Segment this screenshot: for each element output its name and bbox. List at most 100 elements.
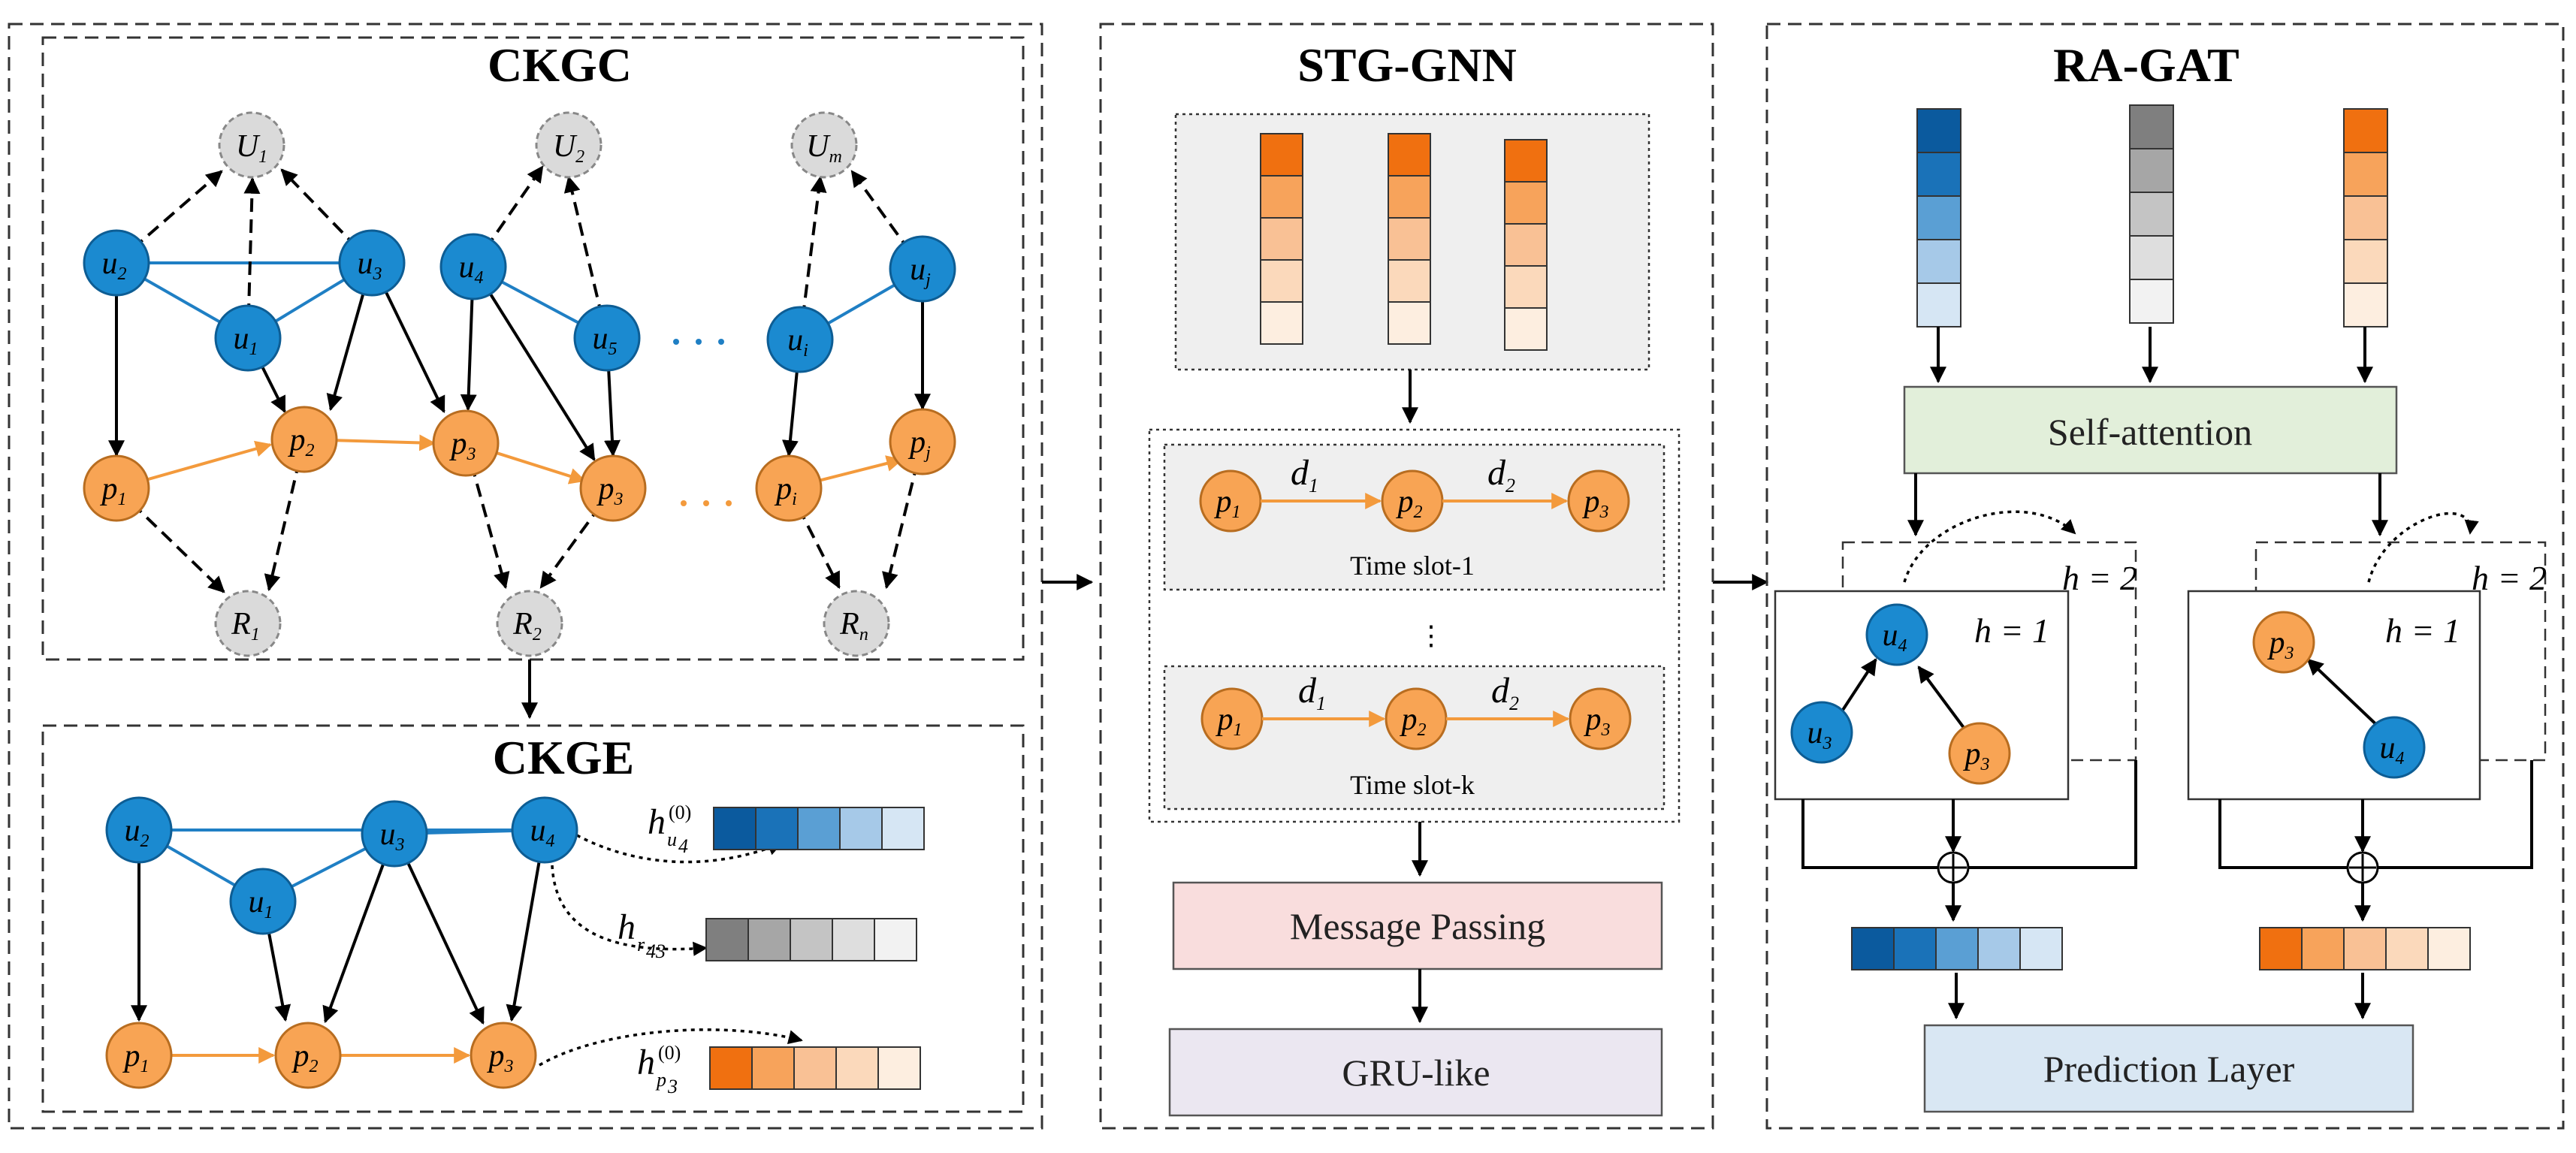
svg-text:u: u	[667, 829, 677, 850]
svg-text:p1: p1	[100, 472, 127, 509]
embedding-bar-p3	[709, 1046, 921, 1090]
embedding-cell	[755, 807, 799, 850]
node-R2: R2	[496, 590, 563, 657]
svg-text:p3: p3	[487, 1039, 514, 1076]
svg-text:r: r	[637, 934, 645, 955]
embedding-cell	[1916, 195, 1961, 240]
svg-text:p3: p3	[1582, 484, 1609, 522]
embedding-cell	[1388, 175, 1431, 219]
time-slot-1-label: Time slot-1	[1350, 551, 1475, 581]
ellipsis-blue	[673, 339, 724, 345]
ckge-node-u4: u4	[511, 796, 578, 864]
embedding-cell	[1851, 927, 1895, 970]
node-u1: u1	[214, 304, 282, 372]
embedding-cell	[1916, 239, 1961, 284]
stg-embedding-bar-1	[1260, 133, 1303, 345]
embedding-cell	[881, 807, 925, 850]
embedding-cell	[2343, 152, 2388, 197]
svg-text:u3: u3	[1807, 716, 1832, 753]
svg-text:p3: p3	[1584, 702, 1611, 740]
slotk-node-p2: p2	[1385, 687, 1448, 750]
svg-text:u4: u4	[2380, 731, 2405, 768]
embedding-cell	[1916, 152, 1961, 197]
ckge-frame	[41, 724, 1025, 1113]
node-u4: u4	[439, 233, 507, 300]
svg-text:u4: u4	[1883, 618, 1907, 656]
stg-title: STG-GNN	[1297, 38, 1517, 92]
embedding-cell	[1916, 282, 1961, 327]
embedding-cell	[2343, 282, 2388, 327]
embedding-cell	[1504, 139, 1548, 183]
right-agg-line	[2218, 799, 2348, 869]
node-p3a: p3	[432, 409, 500, 477]
message-passing-label: Message Passing	[1290, 905, 1545, 947]
svg-text:p2: p2	[291, 1039, 319, 1076]
embedding-cell	[1388, 133, 1431, 177]
svg-text:R2: R2	[512, 607, 542, 644]
svg-text:p2: p2	[1396, 484, 1423, 522]
svg-text:Um: Um	[806, 129, 842, 167]
svg-text:U1: U1	[236, 129, 267, 167]
embedding-cell	[709, 1046, 753, 1090]
right-head2-label: h = 2	[2472, 559, 2547, 597]
embedding-cell	[793, 1046, 837, 1090]
svg-text:p1: p1	[122, 1039, 149, 1076]
embedding-cell	[1260, 301, 1303, 345]
left-head1-label: h = 1	[1974, 611, 2049, 650]
embedding-cell	[1504, 181, 1548, 225]
embedding-cell	[1388, 301, 1431, 345]
gru-box	[1168, 1028, 1663, 1117]
svg-text:u4: u4	[530, 813, 555, 851]
embedding-cell	[2343, 108, 2388, 153]
svg-text:u4: u4	[459, 250, 484, 288]
embedding-cell	[2343, 239, 2388, 284]
svg-text:p3: p3	[596, 472, 624, 509]
ellipsis-orange	[681, 500, 732, 506]
right-head1-label: h = 1	[2385, 611, 2460, 650]
ragat-poi-output-bar	[2259, 927, 2471, 970]
right-node-u4: u4	[2363, 716, 2426, 779]
embedding-cell	[835, 1046, 879, 1090]
slotk-node-p3: p3	[1569, 687, 1632, 750]
node-Um: Um	[790, 111, 858, 179]
embedding-cell	[2259, 927, 2303, 970]
slot1-d2: d2	[1487, 453, 1515, 497]
ragat-user-output-bar	[1851, 927, 2063, 970]
label-h-u4: h (0) u 4	[648, 801, 691, 857]
svg-text:uj: uj	[910, 252, 931, 290]
label-h-p3: h (0) p 3	[637, 1042, 681, 1097]
slots-ellipsis: ⋮	[1418, 620, 1445, 650]
svg-text:h: h	[648, 802, 666, 842]
node-p3b: p3	[579, 454, 647, 522]
embedding-cell	[751, 1046, 795, 1090]
node-ui: ui	[766, 306, 834, 373]
embedding-cell	[1260, 175, 1303, 219]
node-U1: U1	[218, 111, 285, 179]
svg-text:u3: u3	[358, 246, 382, 284]
svg-text:pi: pi	[774, 472, 797, 509]
svg-text:p3: p3	[1963, 737, 1990, 774]
embedding-cell	[1893, 927, 1937, 970]
embedding-cell	[1260, 259, 1303, 303]
node-pj: pj	[889, 408, 956, 475]
time-slot-k-label: Time slot-k	[1350, 770, 1475, 800]
ckge-node-p3: p3	[470, 1022, 537, 1089]
node-p2: p2	[270, 406, 338, 473]
node-uj: uj	[889, 235, 956, 303]
ragat-poi-embedding-bar	[2343, 108, 2388, 327]
ckge-node-p1: p1	[105, 1022, 173, 1089]
svg-text:3: 3	[667, 1076, 678, 1097]
right-node-p3: p3	[2252, 611, 2315, 674]
slot1-node-p2: p2	[1381, 469, 1444, 533]
prediction-layer-box	[1923, 1024, 2414, 1113]
svg-text:p2: p2	[1400, 702, 1427, 740]
embedding-cell	[1388, 217, 1431, 261]
embedding-cell	[790, 918, 833, 961]
embedding-cell	[2129, 104, 2174, 149]
embedding-cell	[1260, 217, 1303, 261]
embedding-bar-r43	[705, 918, 917, 961]
svg-text:u5: u5	[593, 321, 618, 359]
ckge-edges	[131, 829, 803, 1067]
svg-text:U2: U2	[553, 129, 584, 167]
svg-text:(0): (0)	[669, 801, 691, 823]
